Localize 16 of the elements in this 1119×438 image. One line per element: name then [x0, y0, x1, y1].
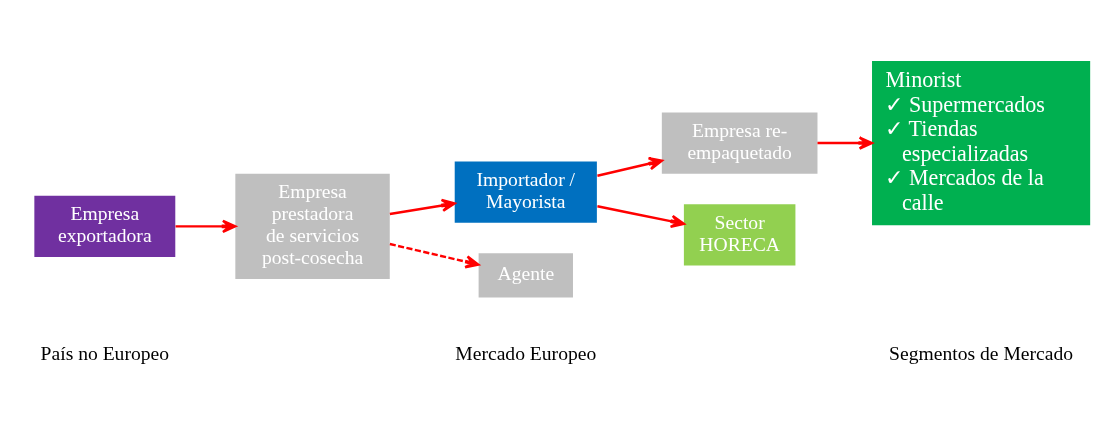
label: Segmentos de Mercado [889, 342, 1074, 364]
node-box: Agente [478, 253, 573, 298]
arrow [175, 219, 237, 234]
arrow [597, 156, 664, 177]
arrow [597, 205, 685, 228]
arrow [389, 198, 456, 216]
node-box: Empresa prestadora de servicios post-cosecha [235, 173, 390, 280]
node-box: Sector HORECA [683, 204, 796, 266]
label: Mercado Europeo [455, 342, 597, 364]
node-box: Empresa exportadora [34, 195, 176, 257]
node-box: Minorist ✓ Supermercados ✓ Tiendas especializadas ✓ Mercados de la calle [872, 60, 1091, 226]
arrow [389, 242, 480, 269]
arrow [817, 136, 874, 150]
node-box: Importador / Mayorista [454, 161, 597, 223]
node-box: Empresa re-empaquetado [661, 112, 818, 174]
label: País no Europeo [40, 342, 170, 364]
